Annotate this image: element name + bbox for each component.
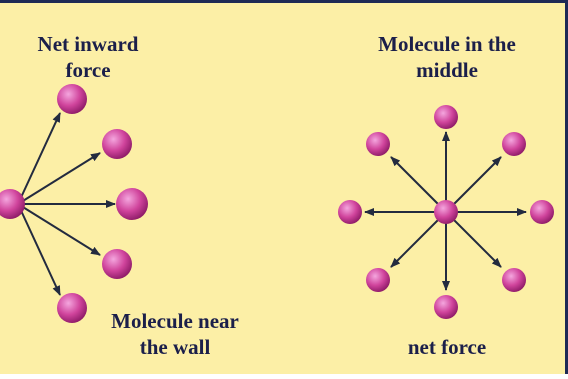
arrow-lower <box>17 203 61 296</box>
label-molecule-middle-line2: middle <box>416 58 478 82</box>
molecule-neighbor <box>502 268 526 292</box>
molecule-neighbor <box>116 188 148 220</box>
molecule-neighbor <box>102 249 132 279</box>
molecule-neighbor <box>434 105 458 129</box>
wall-neighbor-molecules <box>57 84 148 323</box>
molecule-near-wall <box>0 189 25 219</box>
molecule-neighbor <box>530 200 554 224</box>
molecule-neighbor <box>338 200 362 224</box>
arrow-upper-right <box>17 152 101 205</box>
label-net-inward-force-line1: Net inward <box>38 32 139 56</box>
molecule-in-middle <box>434 200 458 224</box>
arrow-down-right <box>445 211 502 268</box>
label-net-inward-force-line2: force <box>65 58 110 82</box>
arrow-upper <box>17 112 61 205</box>
molecule-neighbor <box>57 84 87 114</box>
middle-force-arrows <box>364 131 527 291</box>
arrow-up-right <box>445 156 502 213</box>
label-molecule-middle-line1: Molecule in the <box>378 32 516 56</box>
molecule-neighbor <box>434 295 458 319</box>
molecule-neighbor <box>502 132 526 156</box>
molecule-neighbor <box>366 132 390 156</box>
molecule-neighbor <box>102 129 132 159</box>
middle-neighbor-molecules <box>338 105 554 319</box>
middle-molecule-group <box>338 105 554 319</box>
arrow-lower-right <box>17 203 101 256</box>
molecule-neighbor <box>57 293 87 323</box>
label-net-force: net force <box>408 335 486 359</box>
wall-force-arrows <box>17 112 116 296</box>
arrow-up-left <box>390 156 447 213</box>
label-molecule-near-wall-line2: the wall <box>140 335 211 359</box>
wall-molecule-group <box>0 84 148 323</box>
molecule-neighbor <box>366 268 390 292</box>
arrow-down-left <box>390 211 447 268</box>
label-molecule-near-wall-line1: Molecule near <box>111 309 239 333</box>
